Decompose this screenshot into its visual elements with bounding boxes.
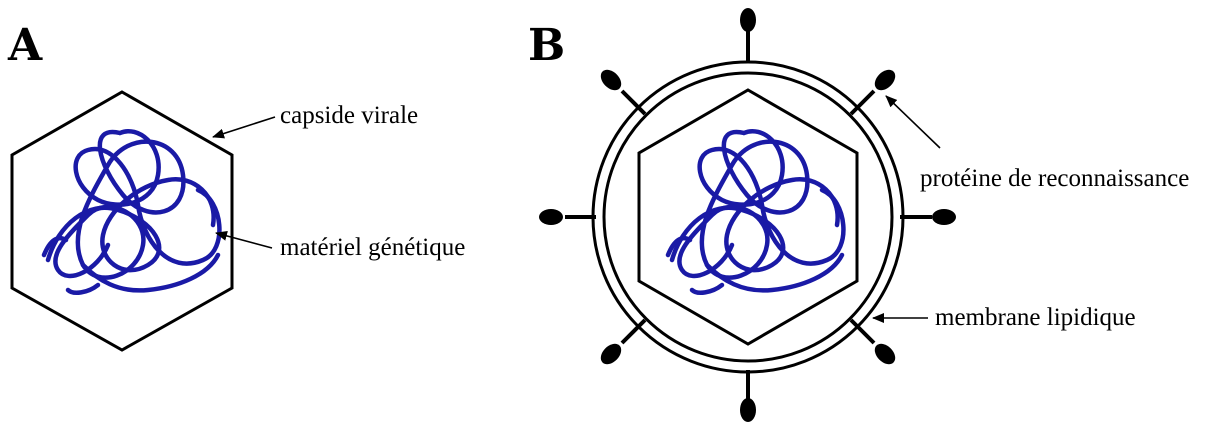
viral-capsid-hexagon-b: [637, 88, 859, 346]
lipid-membrane-inner: [602, 71, 894, 363]
protein-label: protéine de reconnaissance: [920, 165, 1189, 192]
panel-b: B protéine d: [528, 8, 1189, 422]
panel-a: A capside virale matériel génétique: [7, 20, 465, 352]
panel-b-letter: B: [528, 20, 565, 71]
lipid-membrane-outer: [591, 60, 905, 374]
genome-pointer-arrow: [215, 231, 273, 249]
capsid-label: capside virale: [280, 102, 418, 129]
capsid-pointer-arrow: [212, 116, 276, 139]
recognition-protein-heads: [539, 8, 956, 422]
genetic-material-tangle-b: [668, 131, 843, 292]
panel-a-letter: A: [7, 20, 43, 71]
protein-pointer-arrow: [885, 95, 941, 149]
membrane-label: membrane lipidique: [935, 304, 1136, 331]
viral-capsid-hexagon: [10, 90, 234, 352]
recognition-protein-spikes: [565, 30, 932, 400]
genome-label: matériel génétique: [280, 234, 465, 261]
genetic-material-tangle: [44, 131, 219, 292]
